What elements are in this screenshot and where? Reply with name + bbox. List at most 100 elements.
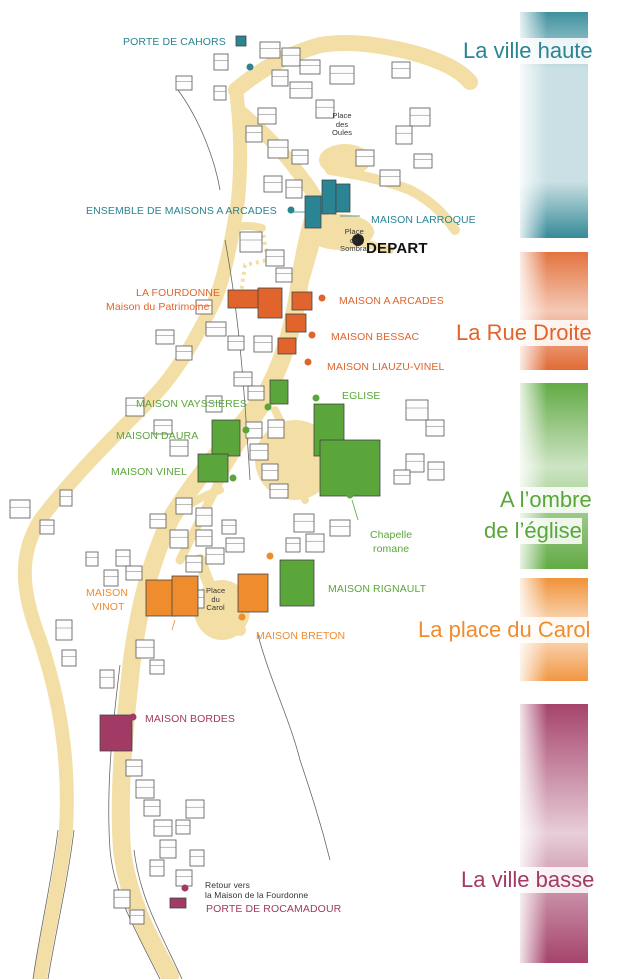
house xyxy=(285,537,301,553)
place-sombral-l3: Sombral xyxy=(340,244,369,253)
label-maison-liauzu: MAISON LIAUZU-VINEL xyxy=(327,361,445,373)
house xyxy=(393,469,411,485)
house xyxy=(405,453,425,473)
house xyxy=(425,419,445,437)
house xyxy=(153,419,173,435)
marker-vinot xyxy=(156,581,164,589)
marker-bordes xyxy=(129,713,137,721)
place-oules-l3: Oules xyxy=(332,128,353,137)
house xyxy=(413,153,433,169)
house xyxy=(169,529,189,549)
house xyxy=(103,569,119,587)
house xyxy=(265,249,285,267)
place-carol-l1: Place xyxy=(206,586,226,595)
colored-houses xyxy=(99,35,381,909)
house xyxy=(233,371,253,387)
marker-daura xyxy=(242,426,250,434)
marker-vinel xyxy=(229,474,237,482)
house xyxy=(225,537,245,553)
rocamadour-gate xyxy=(169,897,187,909)
house xyxy=(61,649,77,667)
house xyxy=(213,85,227,101)
porte-cahors-house xyxy=(235,35,247,47)
house xyxy=(275,267,293,283)
house xyxy=(271,69,289,87)
house xyxy=(85,551,99,567)
side-road-4 xyxy=(166,486,224,524)
place-carol-l3: Carol xyxy=(206,603,225,612)
house xyxy=(195,299,213,315)
place-du-carol xyxy=(194,580,250,640)
house xyxy=(409,107,431,127)
zone-title-haute: La ville haute xyxy=(463,38,593,64)
marker-porte-cahors xyxy=(246,63,254,71)
liauzu-house xyxy=(277,337,297,355)
marker-eglise xyxy=(312,394,320,402)
zone-title-droite: La Rue Droite xyxy=(456,320,592,346)
label-retour-1: Retour vers xyxy=(205,880,251,890)
dotted-path xyxy=(238,227,271,301)
label-maison-bordes: MAISON BORDES xyxy=(145,713,235,725)
bordes-house xyxy=(99,714,133,752)
place-carol-l2: du xyxy=(211,594,220,604)
house xyxy=(253,335,273,353)
house xyxy=(329,519,351,537)
arcades-house-2 xyxy=(321,179,337,215)
house xyxy=(247,385,265,401)
house xyxy=(135,779,155,799)
house xyxy=(315,99,335,119)
marker-depart xyxy=(352,234,364,246)
zone-title-basse: La ville basse xyxy=(461,867,595,893)
marker-rignault xyxy=(298,581,306,589)
house xyxy=(263,175,283,193)
upper-road xyxy=(228,34,478,98)
marker-breton xyxy=(238,613,246,621)
place-oules-l2: des xyxy=(335,119,349,129)
house xyxy=(143,799,161,817)
place-sombral-l2: du xyxy=(350,235,359,245)
label-maison-bessac: MAISON BESSAC xyxy=(331,331,420,343)
house xyxy=(405,399,429,421)
house xyxy=(285,179,303,199)
daura-house xyxy=(211,419,241,457)
label-maison-rignault: MAISON RIGNAULT xyxy=(328,583,427,595)
label-chapelle-1: Chapelle xyxy=(370,529,413,541)
house xyxy=(125,759,143,777)
eglise-nave xyxy=(319,439,381,497)
house xyxy=(289,81,313,99)
vinot-house-2 xyxy=(171,575,199,617)
house xyxy=(153,819,173,837)
label-place-carol: Place du Carol xyxy=(206,586,226,613)
label-ensemble-arcades: ENSEMBLE DE MAISONS A ARCADES xyxy=(86,205,277,217)
house xyxy=(305,533,325,553)
house xyxy=(39,519,55,535)
house xyxy=(267,419,285,439)
zone-title-carol: La place du Carol xyxy=(418,617,591,643)
label-eglise: EGLISE xyxy=(342,390,381,402)
house xyxy=(427,461,445,481)
house xyxy=(267,139,289,159)
house xyxy=(259,41,281,59)
house xyxy=(113,889,131,909)
house xyxy=(205,395,223,413)
marker-chapelle xyxy=(346,491,354,499)
house xyxy=(281,47,301,67)
house xyxy=(159,839,177,859)
house xyxy=(55,619,73,641)
house xyxy=(155,329,175,345)
zone-title-eglise-2: de l’église xyxy=(484,518,582,544)
label-maison-daura: MAISON DAURA xyxy=(116,430,199,442)
arcades-droite-house xyxy=(291,291,313,311)
house xyxy=(205,547,225,565)
house xyxy=(245,125,263,143)
house xyxy=(213,53,229,71)
house xyxy=(149,659,165,675)
house xyxy=(195,529,213,547)
house xyxy=(175,345,193,361)
side-road-3 xyxy=(226,221,266,234)
house xyxy=(355,149,375,167)
house xyxy=(169,439,189,457)
house xyxy=(125,565,143,581)
house xyxy=(329,65,355,85)
house xyxy=(99,669,115,689)
